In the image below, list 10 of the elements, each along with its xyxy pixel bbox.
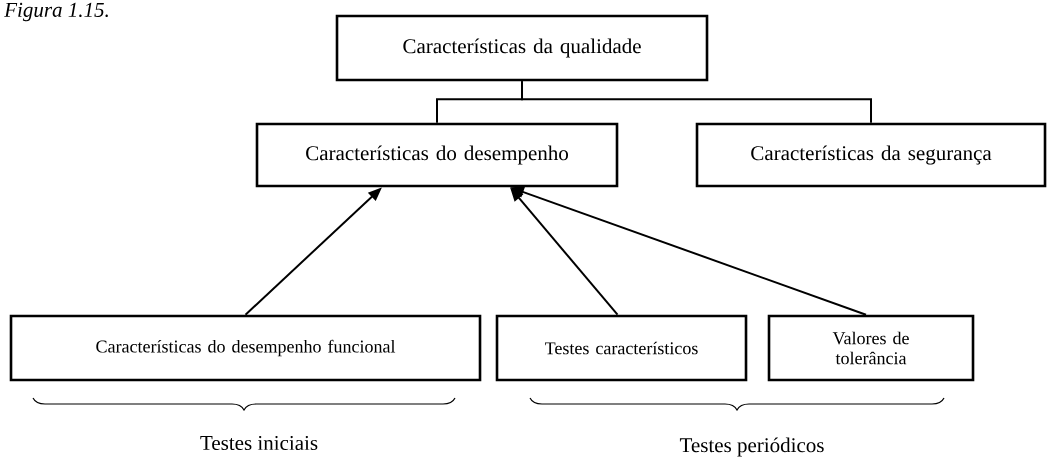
brace-label: Testes iniciais (200, 435, 318, 451)
box: Características da qualidade (335, 14, 709, 82)
figure-label: Figura 1.15. (4, 2, 108, 22)
connector-line (521, 80, 872, 124)
brace-label: Testes periódicos (679, 437, 824, 457)
box: Testes característicos (495, 314, 748, 382)
box: Características da segurança (695, 122, 1047, 188)
box: Características do desempenho (255, 122, 619, 188)
box: Características do desempenho funcional (9, 314, 482, 382)
box: Valores de tolerância (767, 314, 975, 382)
